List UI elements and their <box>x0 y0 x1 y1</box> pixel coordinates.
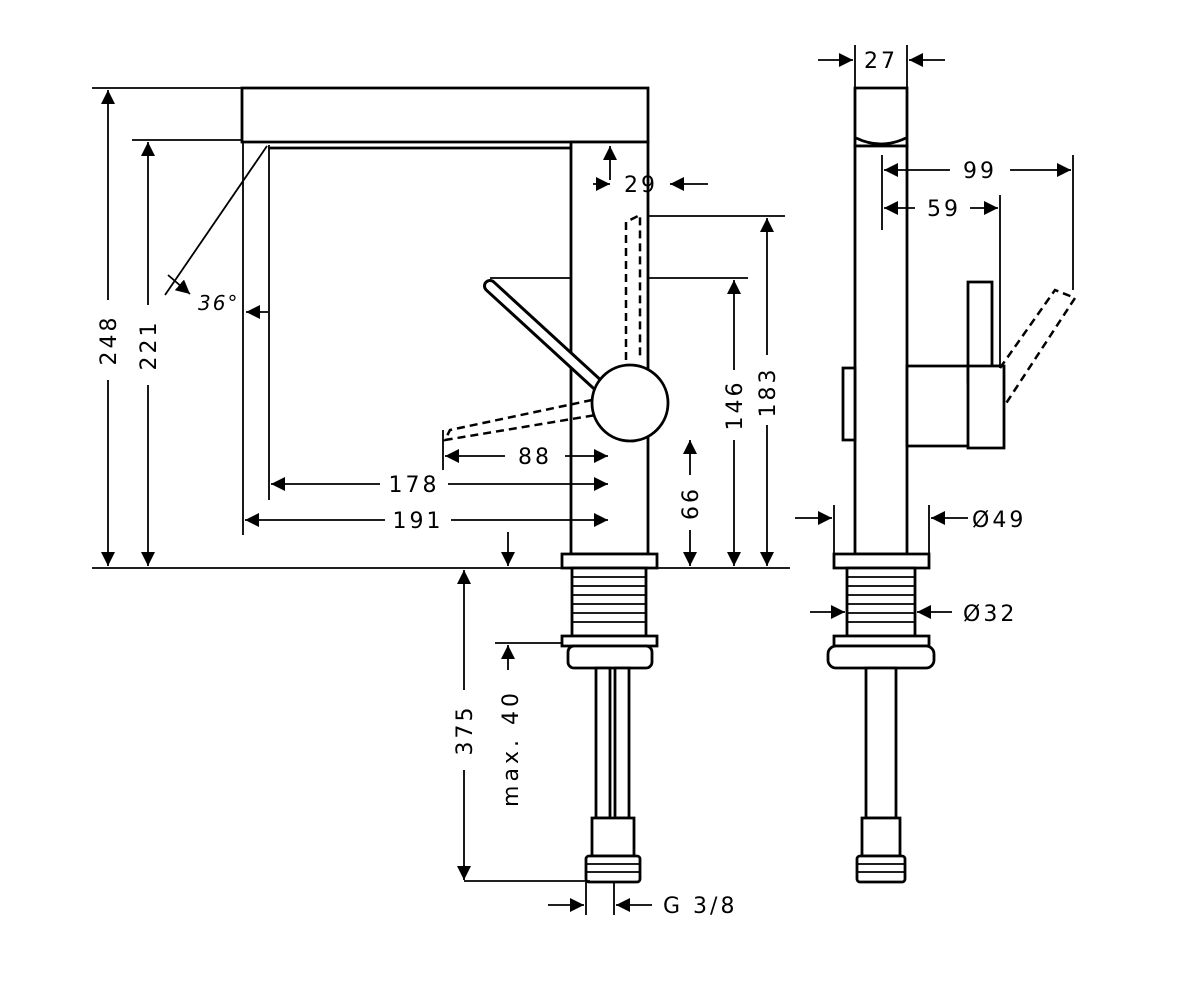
mounting-plate <box>562 636 657 646</box>
lever-handle-inner <box>490 286 610 396</box>
dim-label-dia49: Ø49 <box>972 508 1026 533</box>
dim-label-29: 29 <box>624 173 658 198</box>
dim-label-191: 191 <box>393 509 444 534</box>
base-ring <box>562 554 657 568</box>
side-base-ring <box>834 554 929 568</box>
spout <box>242 88 648 142</box>
lever-hub <box>592 365 668 441</box>
dim-label-27: 27 <box>864 49 898 74</box>
supply-hose-right <box>615 668 629 818</box>
front-view: 248 221 36° 29 183 146 66 88 178 191 <box>92 88 790 919</box>
side-rear-cap <box>843 368 855 440</box>
lever-position-upright <box>626 215 640 360</box>
dim-label-221: 221 <box>137 320 162 371</box>
dim-label-178: 178 <box>389 473 440 498</box>
supply-hose-left <box>596 668 610 818</box>
dim-label-183: 183 <box>756 367 781 418</box>
side-aerator-curve <box>856 138 906 144</box>
dim-label-max40: max. 40 <box>499 689 524 807</box>
hose-fitting <box>592 818 634 856</box>
shank-threads <box>572 577 646 622</box>
dim-label-88: 88 <box>518 445 552 470</box>
fixing-nut <box>568 646 652 668</box>
side-shank-threads <box>847 577 915 622</box>
threaded-shank <box>572 568 646 636</box>
side-supply-hose <box>866 668 896 818</box>
side-lever-base <box>968 366 1004 448</box>
dim-label-thread: G 3/8 <box>663 894 737 919</box>
dim-label-99: 99 <box>963 159 997 184</box>
side-mounting-plate <box>834 636 929 646</box>
side-threaded-shank <box>847 568 915 636</box>
dim-label-angle: 36° <box>198 291 239 315</box>
dim-label-59: 59 <box>927 197 961 222</box>
side-fixing-nut <box>828 646 934 668</box>
hose-connector <box>586 856 640 882</box>
lever-position-forward <box>445 400 596 440</box>
side-body <box>855 146 907 554</box>
side-spout-head <box>855 88 907 146</box>
side-lever-open-position <box>1000 290 1075 405</box>
dim-label-146: 146 <box>723 380 748 431</box>
dim-arrow-angle-left <box>168 275 190 294</box>
side-view: 27 99 59 Ø49 Ø32 <box>795 45 1075 882</box>
faucet-body <box>571 142 648 554</box>
dim-label-dia32: Ø32 <box>963 602 1017 627</box>
dim-label-375: 375 <box>453 705 478 756</box>
dim-label-66: 66 <box>679 486 704 520</box>
side-hose-fitting <box>862 818 900 856</box>
ext-line-angle <box>165 146 267 295</box>
side-hose-connector <box>857 856 905 882</box>
dim-label-248: 248 <box>97 315 122 366</box>
